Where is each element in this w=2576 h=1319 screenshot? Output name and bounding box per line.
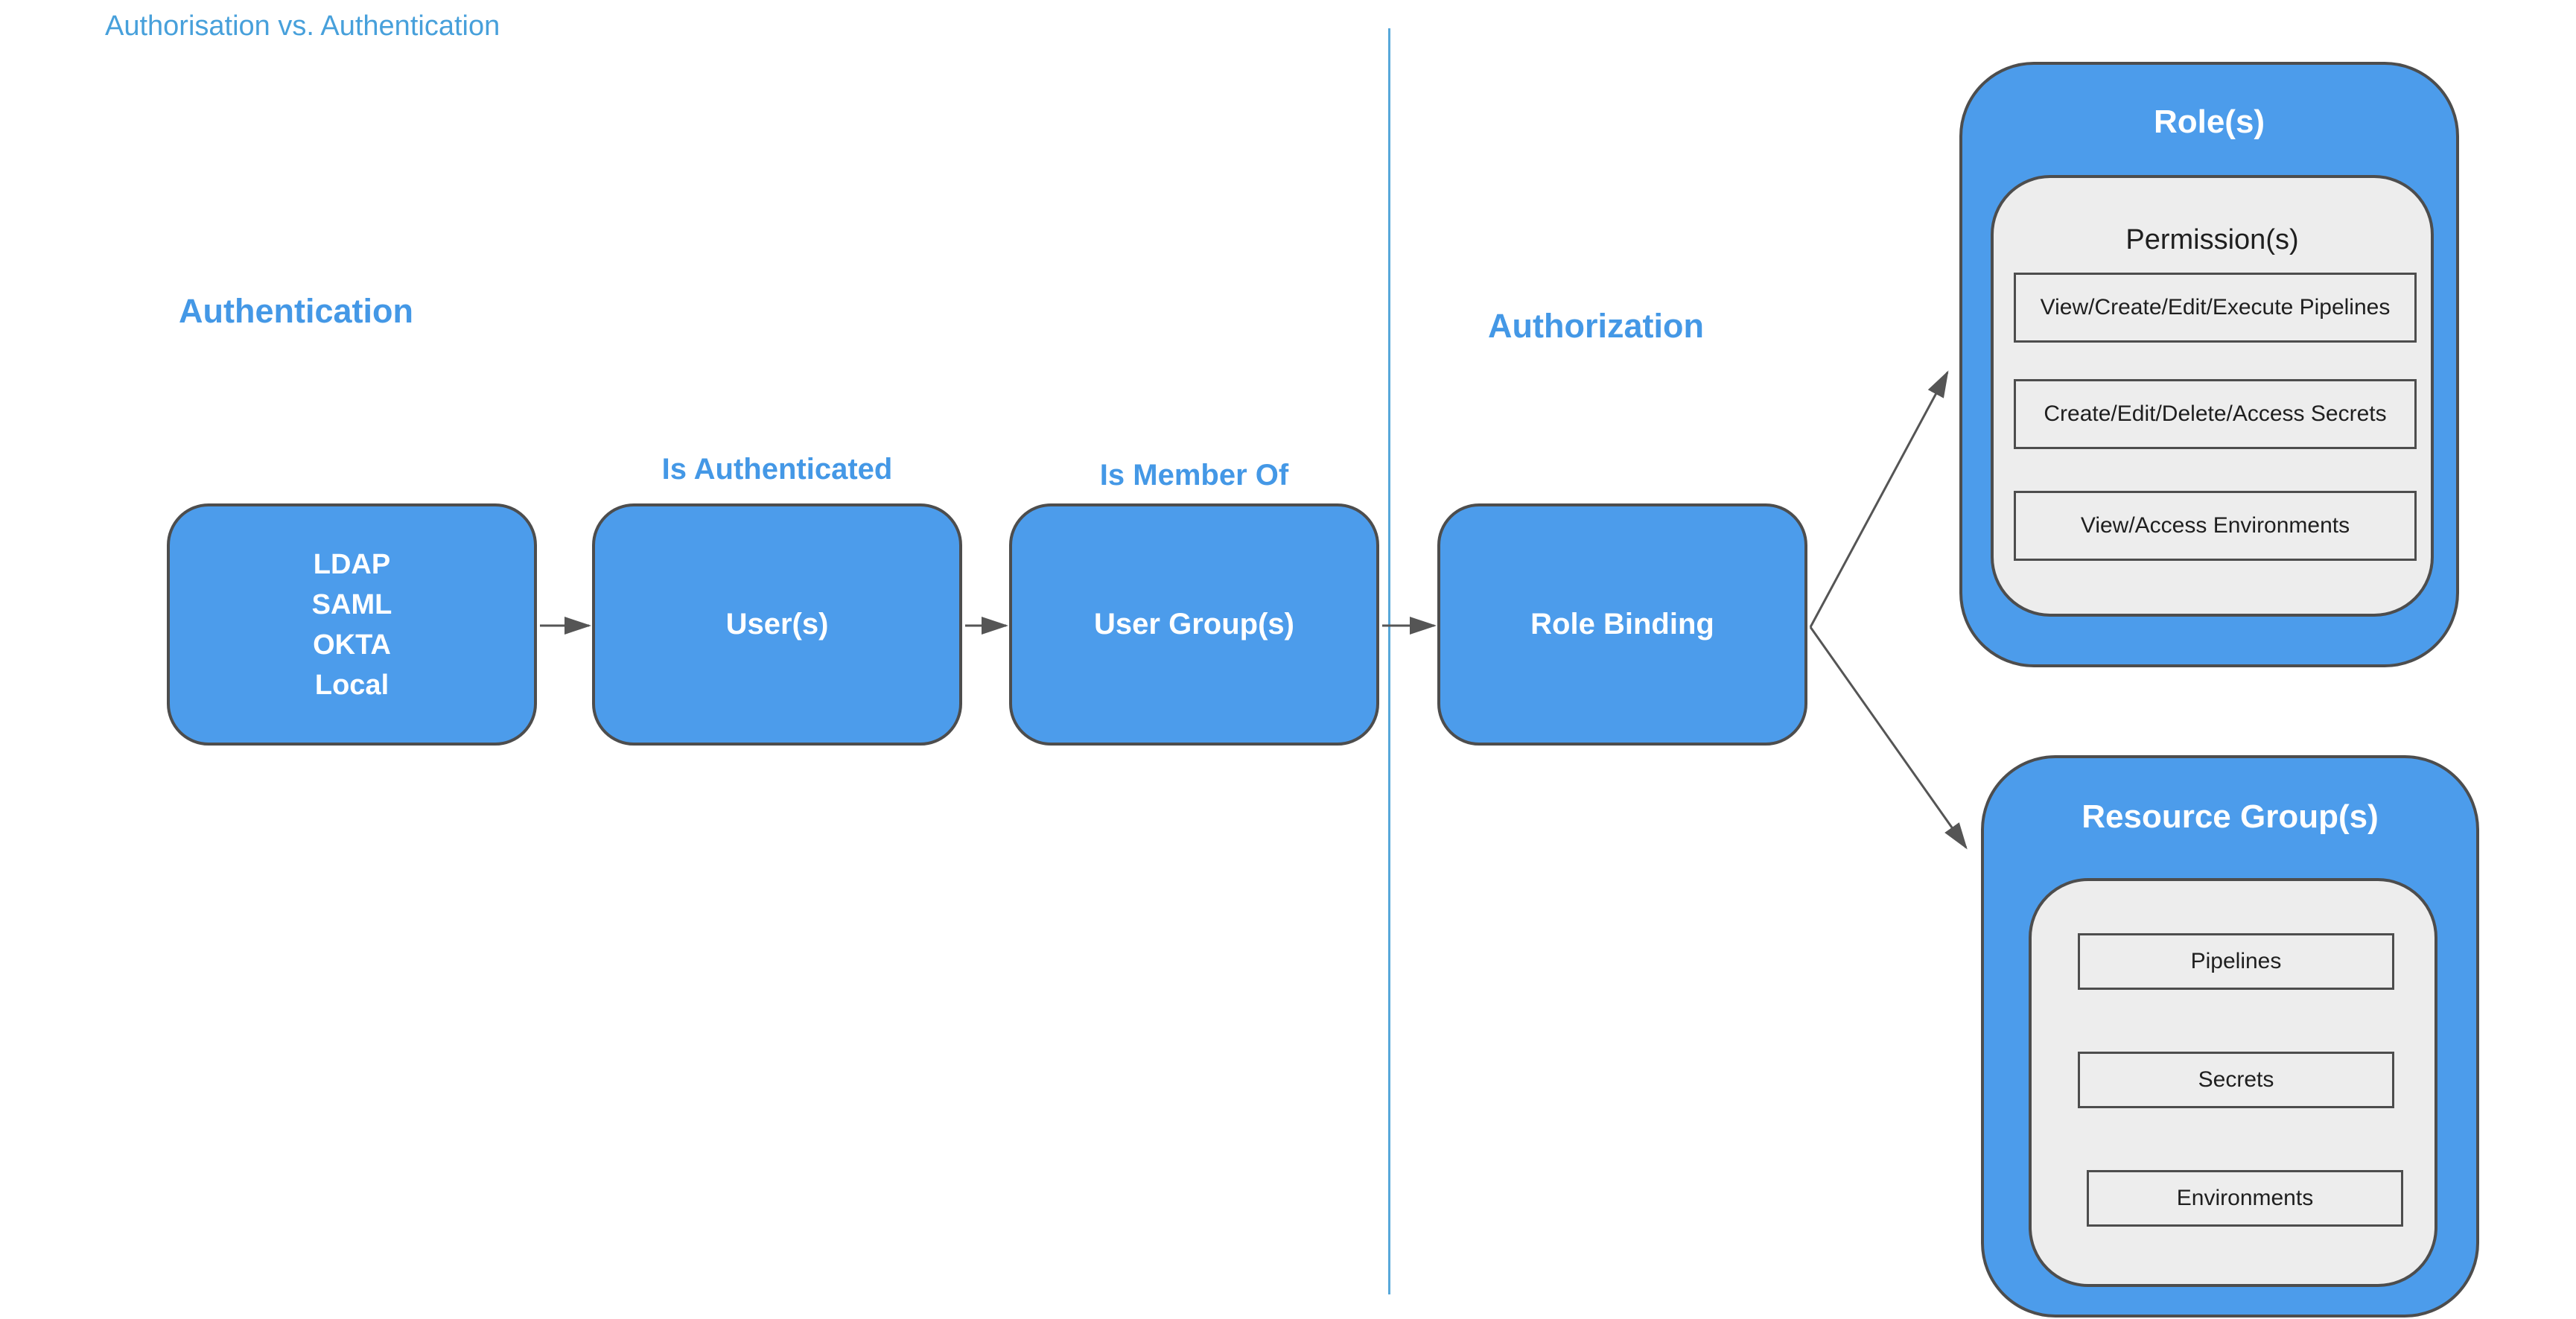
identity-provider-list: LDAP SAML OKTA Local [312,544,392,705]
resource-groups-container-title: Resource Group(s) [2082,798,2379,835]
resource-box-pipelines: Pipelines [2078,933,2394,990]
authorization-section-heading: Authorization [1488,307,1704,345]
permission-box-environments: View/Access Environments [2014,491,2417,561]
identity-provider-local: Local [314,669,389,701]
node-user-groups-label: User Group(s) [1094,608,1294,641]
resources-panel: Pipelines Secrets Environments [2029,878,2437,1287]
edge-label-is-authenticated: Is Authenticated [661,453,893,486]
node-users-label: User(s) [725,608,829,641]
node-users: User(s) [592,503,962,746]
permissions-panel-title: Permission(s) [2125,224,2299,255]
permission-box-pipelines: View/Create/Edit/Execute Pipelines [2014,273,2417,343]
permissions-panel: Permission(s) View/Create/Edit/Execute P… [1991,175,2434,617]
identity-provider-ldap: LDAP [313,548,391,580]
authentication-section-heading: Authentication [179,292,413,330]
resource-box-environments: Environments [2087,1170,2403,1227]
resource-box-secrets: Secrets [2078,1052,2394,1108]
node-identity-providers: LDAP SAML OKTA Local [167,503,537,746]
identity-provider-okta: OKTA [313,629,391,661]
identity-provider-saml: SAML [311,588,392,620]
permission-box-secrets: Create/Edit/Delete/Access Secrets [2014,379,2417,449]
node-user-groups: User Group(s) [1009,503,1379,746]
node-role-binding: Role Binding [1437,503,1807,746]
edge-label-is-member-of: Is Member Of [1099,459,1289,492]
page-title: Authorisation vs. Authentication [105,10,500,42]
section-divider-line [1388,28,1390,1294]
resource-groups-container: Resource Group(s) Pipelines Secrets Envi… [1981,755,2479,1318]
roles-container: Role(s) Permission(s) View/Create/Edit/E… [1959,62,2459,667]
arrow-rolebinding-to-resource-groups [1809,626,1968,850]
arrow-rolebinding-to-roles [1809,370,1949,628]
node-role-binding-label: Role Binding [1530,608,1714,641]
roles-container-title: Role(s) [2153,104,2265,140]
